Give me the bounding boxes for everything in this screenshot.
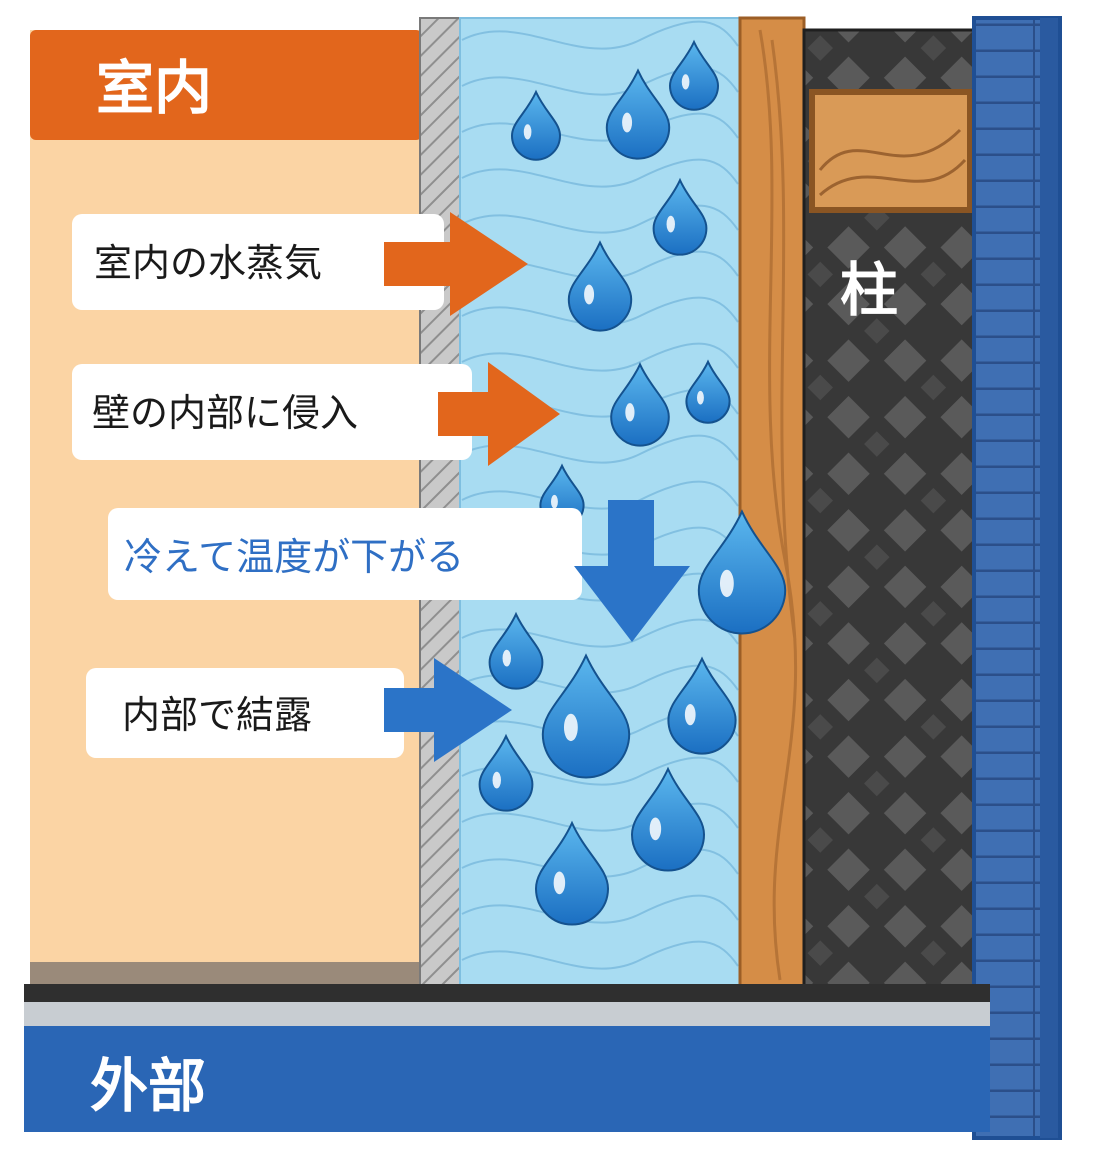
step-label: 内部で結露 xyxy=(122,693,312,737)
droplet-highlight xyxy=(502,649,511,667)
step-label: 室内の水蒸気 xyxy=(94,241,322,285)
indoor-label: 室内 xyxy=(96,54,212,122)
foundation-grey xyxy=(24,1002,990,1026)
down-arrow-icon xyxy=(574,500,690,642)
siding-edge xyxy=(1040,18,1058,1138)
droplet-highlight xyxy=(492,771,501,789)
pillar-wood-grain xyxy=(818,128,967,197)
insulation-fiber xyxy=(461,158,739,188)
water-droplet-icon xyxy=(697,509,787,635)
pillar-label: 柱 xyxy=(840,256,898,324)
water-droplet-icon xyxy=(630,766,706,872)
droplet-highlight xyxy=(696,390,704,405)
insulation-fiber xyxy=(461,20,739,50)
step-label-box xyxy=(72,214,444,310)
insulation-fiber xyxy=(461,848,739,878)
step-label: 壁の内部に侵入 xyxy=(92,391,358,435)
water-droplet-icon xyxy=(685,359,731,424)
water-droplet-icon xyxy=(541,653,631,779)
insulation-fiber xyxy=(461,342,739,372)
water-droplet-icon xyxy=(510,89,562,161)
right-arrow-icon xyxy=(384,658,512,762)
droplet-highlight xyxy=(666,215,675,233)
right-arrow-icon xyxy=(384,212,528,316)
droplet-highlight xyxy=(719,569,734,598)
droplet-highlight xyxy=(523,124,532,140)
step-3: 冷えて温度が下がる xyxy=(108,500,690,642)
outdoor-label: 外部 xyxy=(90,1052,206,1120)
droplet-highlight xyxy=(625,403,635,422)
right-arrow-icon xyxy=(438,362,560,466)
insulation-fiber xyxy=(461,894,739,924)
step-label-box xyxy=(72,364,472,460)
insulation-fiber xyxy=(461,296,739,326)
wood-grain xyxy=(758,29,798,981)
pillar-wood-block xyxy=(809,89,973,213)
water-droplet-icon xyxy=(478,733,534,812)
insulation-fiber xyxy=(461,940,739,970)
step-label-box xyxy=(86,668,404,758)
gypsum-board xyxy=(419,17,461,989)
foundation-line xyxy=(24,984,990,1002)
indoor-floor-strip xyxy=(30,962,422,984)
droplet-highlight xyxy=(681,74,690,90)
water-droplet-icon xyxy=(667,656,737,755)
water-droplet-icon xyxy=(488,611,544,690)
droplet-highlight xyxy=(550,494,558,509)
droplet-highlight xyxy=(553,871,566,895)
step-label-box xyxy=(108,508,582,600)
water-droplet-icon xyxy=(605,68,671,160)
indoor-header xyxy=(30,30,422,140)
step-2: 壁の内部に侵入 xyxy=(72,362,560,466)
step-4: 内部で結露 xyxy=(86,658,512,762)
droplet-highlight xyxy=(622,112,633,133)
water-droplet-icon xyxy=(534,820,610,926)
insulation-fiber xyxy=(461,204,739,234)
droplet-highlight xyxy=(684,704,696,726)
water-droplets xyxy=(478,39,787,926)
step-label: 冷えて温度が下がる xyxy=(124,535,464,579)
droplet-highlight xyxy=(584,284,595,305)
droplet-highlight xyxy=(649,817,662,841)
step-1: 室内の水蒸気 xyxy=(72,212,528,316)
water-droplet-icon xyxy=(652,177,708,256)
indoor-area xyxy=(30,30,422,970)
outdoor-band xyxy=(24,1026,990,1132)
water-droplet-icon xyxy=(567,240,633,332)
water-droplet-icon xyxy=(668,39,720,111)
water-droplet-icon xyxy=(610,362,670,447)
droplet-highlight xyxy=(563,713,578,742)
